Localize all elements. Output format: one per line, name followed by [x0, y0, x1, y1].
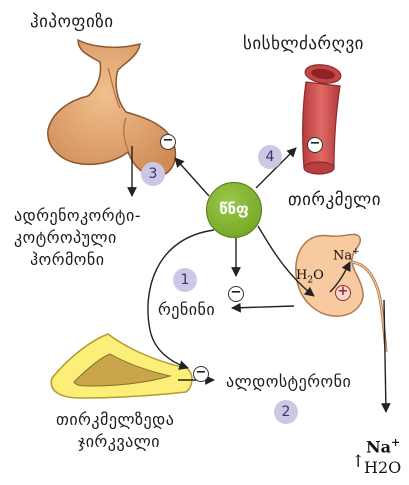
kidney-na-charge: + [352, 247, 360, 257]
kidney-o-text: O [313, 268, 324, 283]
center-node: წნფ [206, 182, 262, 238]
kidney-na-label: Na+ [333, 247, 360, 263]
output-h2o-label: H2O [364, 458, 401, 477]
inhibition-symbol-pituitary: − [160, 134, 176, 150]
inhibition-symbol-vessel: − [307, 137, 323, 153]
blood-vessel-illustration [303, 63, 342, 174]
inhibition-symbol-renin: − [228, 286, 244, 302]
output-na-label: Na+ [366, 436, 400, 456]
kidney-label: თირკმელი [288, 190, 381, 210]
pituitary-illustration [48, 40, 176, 176]
stimulation-symbol-kidney: + [335, 285, 351, 301]
step-number-2: 2 [274, 400, 298, 424]
acth-label-line1: ადრენოკორტი- [14, 206, 141, 225]
step-number-3: 3 [141, 162, 165, 186]
pituitary-label: ჰიპოფიზი [30, 12, 114, 32]
acth-label-line3: ჰორმონი [30, 250, 105, 269]
output-na-charge: + [391, 436, 400, 449]
acth-label-line2: კოტროპული [14, 228, 117, 247]
step-number-1: 1 [173, 268, 197, 292]
inhibition-symbol-aldosterone: − [193, 366, 209, 382]
adrenal-label-line1: თირკმელზედა [56, 410, 174, 429]
kidney-na-text: Na [333, 248, 352, 263]
renin-label: რენინი [158, 300, 215, 319]
aldosterone-label: ალდოსტერონი [226, 372, 351, 391]
blood-vessel-label: სისხლძარღვი [243, 34, 364, 54]
kidney-h-text: H [296, 268, 307, 283]
adrenal-gland-illustration [51, 334, 192, 398]
output-na-text: Na [366, 437, 391, 456]
adrenal-label-line2: ჯირკვალი [78, 432, 160, 451]
kidney-h2o-label: H2O [296, 268, 324, 286]
step-number-4: 4 [258, 145, 282, 169]
